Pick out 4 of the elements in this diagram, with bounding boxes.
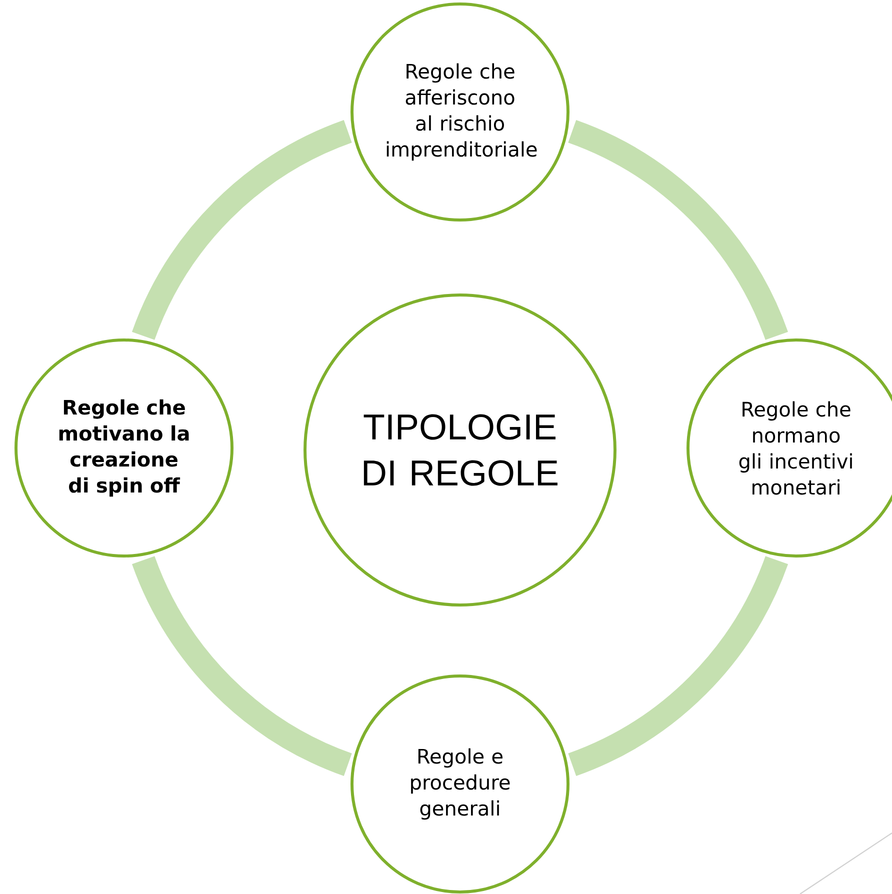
ring-arc (568, 556, 788, 776)
ring-arc (568, 120, 788, 340)
ring-arc (132, 120, 352, 340)
ring-arc (132, 556, 352, 776)
